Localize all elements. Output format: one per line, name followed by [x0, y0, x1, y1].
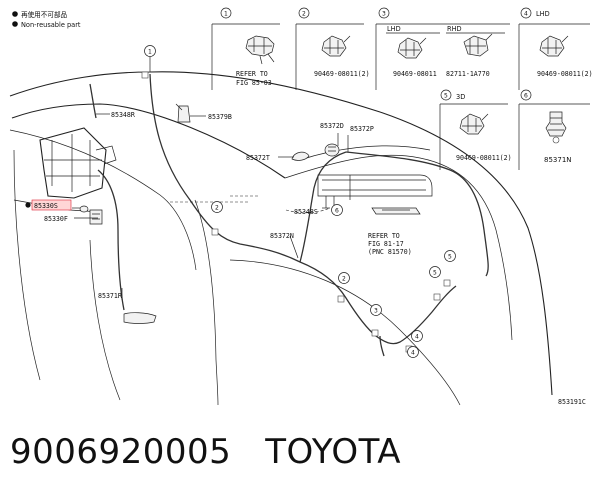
- inset-part-number-lhd: 90469-08011: [393, 70, 437, 78]
- grommet-icon: [245, 35, 275, 65]
- inset-box-2: 2 90469-08011(2): [295, 7, 370, 90]
- clamp-icon: [539, 35, 569, 57]
- inset-box-5: 5 3D 90469-08011(2): [439, 89, 512, 170]
- inset-box-6: 6 85371N: [518, 89, 590, 170]
- clip-icon: [463, 33, 493, 57]
- inset-box-3: 3 LHD RHD 90469-08011 82711-1A770: [375, 7, 510, 90]
- callout-2: [211, 201, 223, 213]
- non-reusable-dot-icon: [25, 202, 31, 208]
- part-labels: 85348R 85379B 85372D 85372P 85372T 85348…: [25, 111, 586, 406]
- refer-line3: (PNC 81570): [368, 248, 412, 256]
- callout-3: [370, 304, 382, 316]
- callout-label: 5: [448, 254, 452, 261]
- inset-3d-tag: 3D: [456, 93, 465, 101]
- inset-box-1: 1 REFER TO FIG 85-03: [211, 7, 280, 90]
- callout-5: [444, 250, 456, 262]
- label-85330F: 85330F: [44, 215, 68, 223]
- callout-2: [338, 272, 350, 284]
- label-85372T: 85372T: [246, 154, 270, 162]
- inset-number: 3: [382, 11, 386, 18]
- inset-refer-line1: REFER TO: [236, 70, 268, 78]
- inset-lhd-tag: LHD: [387, 25, 401, 33]
- label-85379B: 85379B: [208, 113, 232, 121]
- footer-part-number: 9006920005: [10, 432, 232, 472]
- hose-clip: [443, 279, 451, 287]
- clamp-icon: [459, 113, 489, 135]
- label-85348R: 85348R: [111, 111, 135, 119]
- refer-line1: REFER TO: [368, 232, 400, 240]
- label-85372N: 85372N: [270, 232, 294, 240]
- figure-code: 853191C: [558, 398, 586, 406]
- inset-box-4: 4 LHD 90469-08011(2): [518, 7, 593, 90]
- label-85348S: 85348S: [294, 208, 318, 216]
- inset-part-number: 90469-08011(2): [537, 70, 593, 78]
- callout-label: 4: [411, 350, 415, 357]
- label-85371R: 85371R: [98, 292, 122, 300]
- refer-line2: FIG 81-17: [368, 240, 404, 248]
- hose-clip: [211, 228, 219, 236]
- footer-brand: TOYOTA: [265, 432, 401, 472]
- callout-1: [144, 45, 156, 57]
- inset-refer-line2: FIG 85-03: [236, 79, 272, 87]
- callout-label: 1: [148, 49, 152, 56]
- rear-washer-nozzle-icon: [371, 207, 421, 215]
- non-reusable-dot-icon: [12, 21, 18, 27]
- label-85372P: 85372P: [350, 125, 374, 133]
- callout-5: [429, 266, 441, 278]
- callout-4: [411, 330, 423, 342]
- hose-clip: [371, 329, 379, 337]
- callout-label: 2: [342, 276, 346, 283]
- callout-circle: [220, 7, 232, 19]
- parts-diagram: 再使用不可部品 Non-reusable part 1 REFER TO FIG…: [9, 7, 593, 406]
- callout-label: 5: [433, 270, 437, 277]
- grommet-85330S-icon: [79, 205, 89, 213]
- inset-number: 1: [224, 11, 228, 18]
- washer-tank: [39, 127, 117, 199]
- part-85372T-icon: [291, 151, 310, 161]
- callout-label: 3: [374, 308, 378, 315]
- washer-hoses: [89, 73, 489, 357]
- check-valve-85371R-icon: [123, 312, 157, 324]
- inset-rhd-tag: RHD: [447, 25, 462, 33]
- inset-number: 6: [524, 93, 528, 100]
- hose-clip: [433, 293, 441, 301]
- inset-part-number: 85371N: [544, 156, 572, 164]
- hose-clip: [337, 295, 345, 303]
- inset-number: 5: [444, 93, 448, 100]
- inset-number: 2: [302, 11, 306, 18]
- callout-label: 2: [215, 205, 219, 212]
- callout-6: [331, 204, 343, 216]
- inset-number: 4: [524, 11, 528, 18]
- inset-part-number-rhd: 82711-1A770: [446, 70, 490, 78]
- legend-english-note: Non-reusable part: [21, 21, 81, 29]
- label-85372D: 85372D: [320, 122, 344, 130]
- part-85379B-icon: [175, 103, 191, 123]
- leader-lines: [72, 57, 351, 300]
- part-85372D-icon: [324, 143, 340, 157]
- check-valve-icon: [545, 111, 567, 144]
- clamp-icon: [397, 37, 427, 59]
- washer-pump-icon: [89, 209, 103, 225]
- legend-japanese-note: 再使用不可部品: [21, 10, 68, 19]
- label-85330S: 85330S: [34, 202, 58, 210]
- hose-clip: [141, 71, 149, 79]
- callout-label: 4: [415, 334, 419, 341]
- non-reusable-dot-icon: [12, 11, 18, 17]
- highlight-85330S: [31, 199, 72, 211]
- callout-4: [407, 346, 419, 358]
- callout-label: 6: [335, 208, 339, 215]
- callouts: 1 2 2 3 4 4 5 5 6: [144, 45, 456, 358]
- inset-lhd-tag: LHD: [536, 10, 550, 18]
- clamp-icon: [321, 35, 351, 57]
- legend: 再使用不可部品 Non-reusable part: [12, 10, 81, 29]
- footer: 9006920005 TOYOTA: [10, 432, 401, 472]
- inset-part-number: 90469-08011(2): [314, 70, 370, 78]
- inset-part-number: 90469-08011(2): [456, 154, 512, 162]
